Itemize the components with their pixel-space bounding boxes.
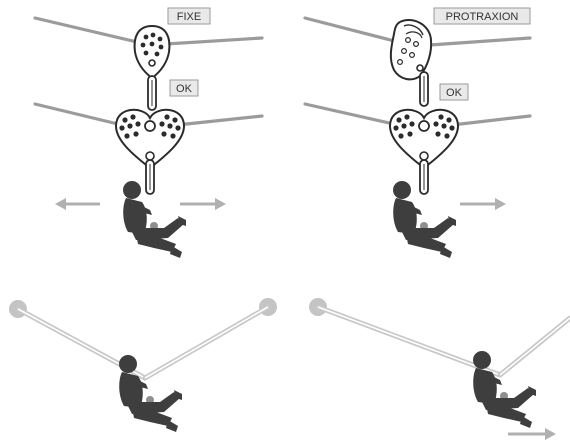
panel-traverse-shifted bbox=[309, 298, 570, 440]
panel-traverse-centered bbox=[9, 298, 277, 432]
tag-ok-right: OK bbox=[439, 83, 469, 101]
progress-capture-pulley-icon bbox=[389, 19, 433, 81]
tag-ok-left-label: OK bbox=[176, 83, 193, 95]
tag-protraxion-label: PROTRAXION bbox=[446, 11, 519, 23]
climber-icon bbox=[123, 181, 186, 258]
arrow-left-icon bbox=[55, 198, 100, 210]
tag-ok-left: OK bbox=[169, 79, 199, 97]
carabiner-icon bbox=[419, 159, 429, 195]
carabiner-icon bbox=[147, 75, 157, 111]
arrow-right-icon bbox=[180, 198, 226, 210]
arrow-right-icon bbox=[508, 428, 556, 440]
panel-fixed-pulley: FIXE OK bbox=[33, 7, 264, 258]
climber-icon bbox=[473, 351, 536, 428]
tag-ok-right-label: OK bbox=[446, 87, 463, 99]
tag-fixe-label: FIXE bbox=[177, 11, 201, 23]
tag-fixe: FIXE bbox=[167, 7, 211, 25]
climber-icon bbox=[119, 355, 182, 432]
lower-rope bbox=[303, 102, 532, 127]
carabiner-icon bbox=[145, 159, 155, 195]
pulley-icon bbox=[133, 25, 171, 79]
tag-protraxion: PROTRAXION bbox=[433, 7, 531, 25]
panel-progress-capture: PROTRAXION OK bbox=[303, 7, 532, 258]
carabiner-icon bbox=[419, 71, 429, 107]
arrow-right-icon bbox=[460, 198, 506, 210]
lower-rope bbox=[33, 102, 264, 127]
